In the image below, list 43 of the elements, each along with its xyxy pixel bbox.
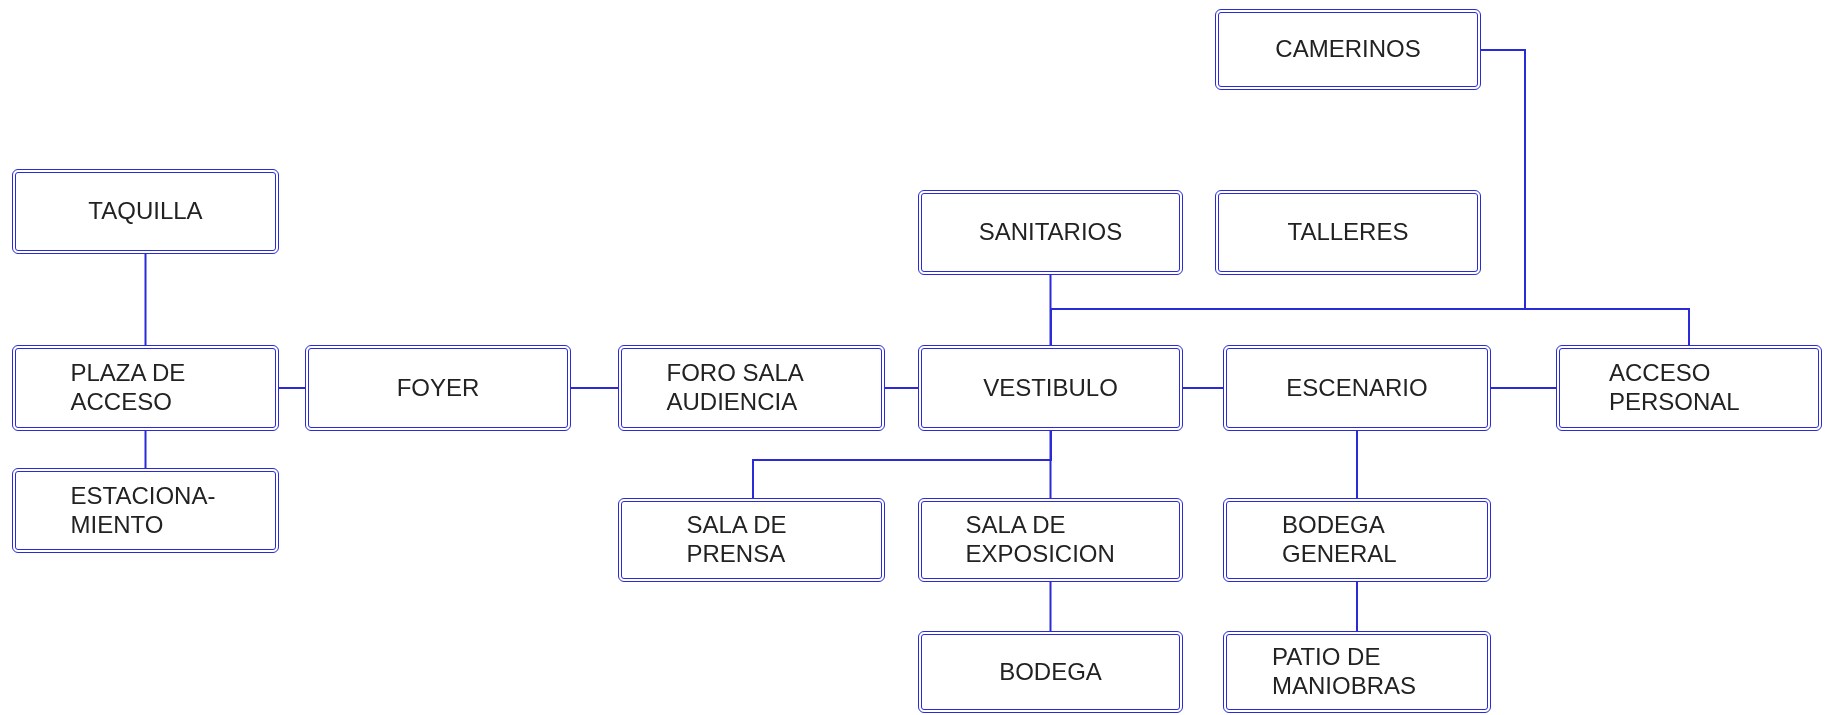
box-label: ESTACIONA- MIENTO [70, 481, 217, 540]
process-box [1215, 9, 1481, 90]
connector-line [144, 430, 147, 469]
process-box [918, 498, 1183, 582]
process-box [12, 468, 279, 553]
connector-line [144, 253, 147, 346]
box-label: PLAZA DE ACCESO [70, 359, 187, 417]
connector-line [1490, 387, 1557, 389]
box-label: ACCESO PERSONAL [1609, 359, 1741, 417]
process-box [1215, 190, 1481, 275]
connector-line [1356, 581, 1358, 632]
box-label: BODEGA GENERAL [1282, 511, 1398, 569]
process-box [618, 345, 885, 431]
process-box [918, 345, 1183, 431]
box-label: TAQUILLA [88, 197, 203, 226]
process-box [918, 190, 1183, 275]
connector-line [570, 387, 619, 389]
box-label: TALLERES [1287, 218, 1409, 247]
box-label: CAMERINOS [1275, 35, 1421, 64]
process-box [1556, 345, 1822, 431]
box-label: BODEGA [999, 657, 1102, 687]
process-box [12, 169, 279, 254]
process-box [12, 345, 279, 431]
box-label: ESCENARIO [1286, 373, 1428, 403]
connector-line [1182, 387, 1224, 389]
connector-line [1356, 430, 1358, 499]
process-box [305, 345, 571, 431]
box-label: FOYER [396, 373, 480, 403]
process-box [1223, 345, 1491, 431]
box-label: VESTIBULO [983, 373, 1118, 403]
process-box [618, 498, 885, 582]
box-label: SALA DE EXPOSICION [965, 511, 1116, 569]
connector-line [1049, 581, 1052, 632]
process-box [1223, 498, 1491, 582]
connector-line [278, 387, 306, 389]
box-label: PATIO DE MANIOBRAS [1272, 643, 1418, 701]
connector-line [1049, 430, 1052, 499]
process-box [1223, 631, 1491, 713]
process-box [918, 631, 1183, 713]
connector-line [884, 387, 919, 389]
box-label: SALA DE PRENSA [686, 511, 788, 569]
box-label: SANITARIOS [978, 218, 1123, 247]
box-label: FORO SALA AUDIENCIA [666, 359, 805, 417]
